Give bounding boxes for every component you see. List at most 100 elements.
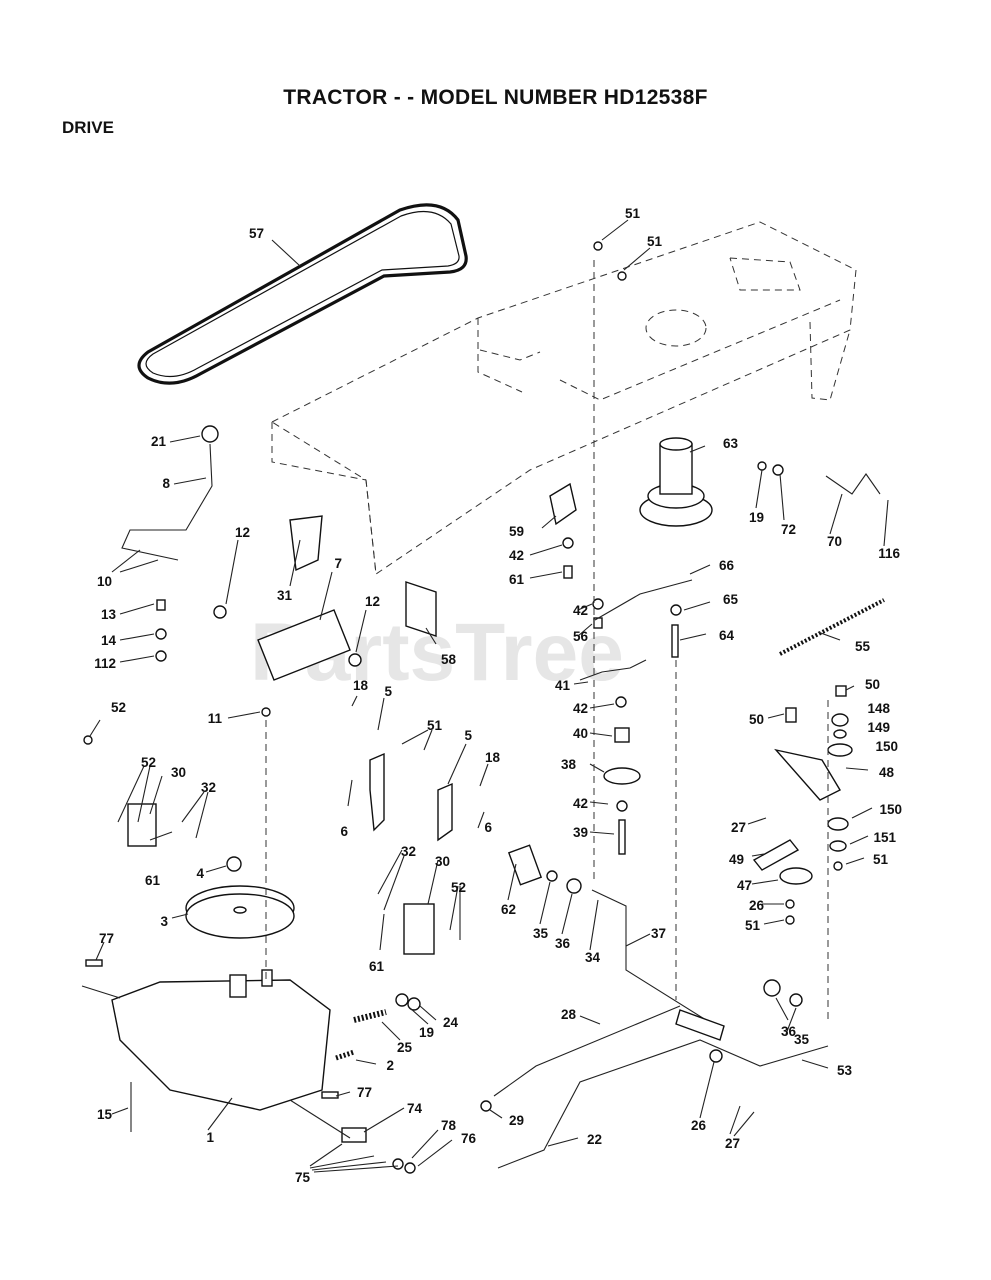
- hardware: [83, 241, 853, 1174]
- callout-27: 27: [731, 820, 746, 835]
- callout-36: 36: [781, 1024, 797, 1039]
- shift-lever: [121, 425, 219, 561]
- callout-52: 52: [451, 880, 466, 895]
- callout-57: 57: [249, 226, 264, 241]
- callout-78: 78: [441, 1118, 457, 1133]
- callout-14: 14: [101, 633, 117, 648]
- callout-61: 61: [509, 572, 525, 587]
- callout-77: 77: [357, 1085, 372, 1100]
- callout-labels: 57 51 51 21 8 63 19 72 70 116 59 42 61 6…: [94, 206, 902, 1185]
- callout-48: 48: [879, 765, 895, 780]
- callout-21: 21: [151, 434, 167, 449]
- callout-66: 66: [719, 558, 735, 573]
- callout-62: 62: [501, 902, 516, 917]
- callout-42: 42: [573, 796, 588, 811]
- callout-38: 38: [561, 757, 577, 772]
- callout-5: 5: [384, 684, 392, 699]
- callout-31: 31: [277, 588, 293, 603]
- section-heading: DRIVE: [62, 118, 114, 137]
- callout-18: 18: [485, 750, 501, 765]
- callout-26: 26: [691, 1118, 707, 1133]
- callout-50: 50: [865, 677, 880, 692]
- callout-58: 58: [441, 652, 457, 667]
- callout-41: 41: [555, 678, 571, 693]
- callout-116: 116: [878, 546, 900, 561]
- callout-148: 148: [867, 701, 890, 716]
- callout-25: 25: [397, 1040, 413, 1055]
- callout-74: 74: [407, 1101, 423, 1116]
- callout-52: 52: [141, 755, 156, 770]
- callout-75: 75: [295, 1170, 311, 1185]
- callout-149: 149: [867, 720, 890, 735]
- callout-50: 50: [749, 712, 764, 727]
- callout-37: 37: [651, 926, 666, 941]
- callout-4: 4: [196, 866, 204, 881]
- callout-12: 12: [365, 594, 380, 609]
- leader-lines: [89, 219, 889, 1173]
- callout-150: 150: [879, 802, 902, 817]
- callout-30: 30: [171, 765, 186, 780]
- callout-15: 15: [97, 1107, 113, 1122]
- tractor-frame: [270, 221, 857, 575]
- callout-5: 5: [464, 728, 472, 743]
- callout-51: 51: [427, 718, 443, 733]
- callout-61: 61: [369, 959, 385, 974]
- callout-42: 42: [573, 603, 588, 618]
- callout-35: 35: [794, 1032, 810, 1047]
- callout-13: 13: [101, 607, 117, 622]
- callout-51: 51: [745, 918, 761, 933]
- callout-32: 32: [201, 780, 216, 795]
- page-title: TRACTOR - - MODEL NUMBER HD12538F: [283, 86, 708, 109]
- callout-42: 42: [509, 548, 524, 563]
- callout-51: 51: [647, 234, 663, 249]
- callout-112: 112: [94, 656, 116, 671]
- callout-6: 6: [340, 824, 348, 839]
- callout-3: 3: [160, 914, 168, 929]
- callout-32: 32: [401, 844, 416, 859]
- callout-59: 59: [509, 524, 524, 539]
- callout-26: 26: [749, 898, 765, 913]
- callout-30: 30: [435, 854, 450, 869]
- callout-56: 56: [573, 629, 589, 644]
- callout-11: 11: [208, 711, 223, 726]
- rods: [493, 473, 881, 1169]
- callout-47: 47: [737, 878, 752, 893]
- callout-51: 51: [873, 852, 889, 867]
- callout-22: 22: [587, 1132, 602, 1147]
- callout-19: 19: [749, 510, 764, 525]
- callout-63: 63: [723, 436, 739, 451]
- pulleys: [185, 437, 713, 939]
- callout-76: 76: [461, 1131, 477, 1146]
- callout-40: 40: [573, 726, 588, 741]
- callout-77: 77: [99, 931, 114, 946]
- callout-28: 28: [561, 1007, 577, 1022]
- transaxle: [81, 969, 351, 1139]
- callout-72: 72: [781, 522, 796, 537]
- callout-27: 27: [725, 1136, 740, 1151]
- callout-8: 8: [162, 476, 170, 491]
- callout-65: 65: [723, 592, 739, 607]
- callout-34: 34: [585, 950, 601, 965]
- callout-64: 64: [719, 628, 735, 643]
- callout-7: 7: [334, 556, 342, 571]
- callout-29: 29: [509, 1113, 524, 1128]
- callout-39: 39: [573, 825, 588, 840]
- callout-70: 70: [827, 534, 842, 549]
- callout-2: 2: [386, 1058, 394, 1073]
- callout-18: 18: [353, 678, 369, 693]
- callout-42: 42: [573, 701, 588, 716]
- callout-53: 53: [837, 1063, 853, 1078]
- callout-55: 55: [855, 639, 871, 654]
- callout-49: 49: [729, 852, 744, 867]
- callout-150: 150: [875, 739, 898, 754]
- callout-51: 51: [625, 206, 641, 221]
- callout-12: 12: [235, 525, 250, 540]
- callout-10: 10: [97, 574, 112, 589]
- callout-24: 24: [443, 1015, 459, 1030]
- callout-19: 19: [419, 1025, 434, 1040]
- callout-151: 151: [873, 830, 896, 845]
- callout-36: 36: [555, 936, 571, 951]
- callout-6: 6: [484, 820, 492, 835]
- callout-35: 35: [533, 926, 549, 941]
